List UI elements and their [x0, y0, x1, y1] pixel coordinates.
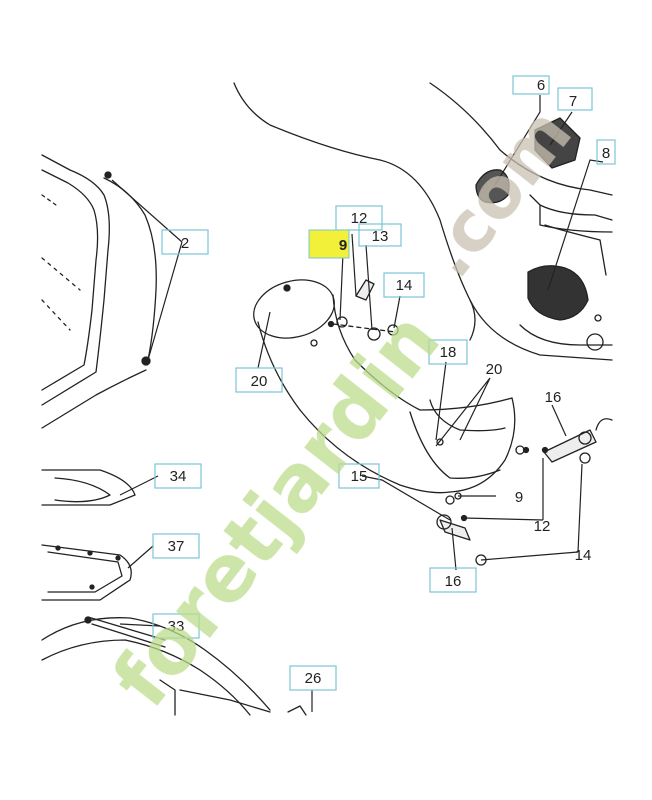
- leader-lines: [111, 95, 604, 712]
- callout-20-right: 20: [486, 361, 503, 378]
- callout-13: 13: [372, 228, 389, 245]
- callout-16-right: 16: [545, 389, 562, 406]
- lower-hardware: [436, 418, 613, 566]
- pivot-hardware: [332, 279, 399, 341]
- knob-part: [475, 169, 510, 204]
- watermark-domain: .com: [407, 93, 588, 293]
- callout-12-lower: 12: [534, 518, 551, 535]
- callout-33: 33: [168, 618, 185, 635]
- lower-left-parts: [41, 469, 307, 716]
- highlighted-callout-box: [308, 229, 350, 259]
- callout-20-left: 20: [251, 373, 268, 390]
- callout-15: 15: [351, 468, 368, 485]
- callout-26: 26: [305, 670, 322, 687]
- callout-2: 2: [181, 235, 189, 252]
- callout-labels: 6 7 8 2 12 9 13 14 20 18 20 16 15 9 12 1…: [168, 77, 611, 687]
- discharge-chute: [253, 279, 525, 505]
- callout-37: 37: [168, 538, 185, 555]
- callout-9-lower: 9: [515, 489, 523, 506]
- callout-8: 8: [602, 145, 610, 162]
- callout-16-lower: 16: [445, 573, 462, 590]
- callout-12-top: 12: [351, 210, 368, 227]
- housing-outline: [233, 82, 613, 361]
- diagram-linework: [41, 82, 613, 716]
- side-panel-part: [41, 154, 157, 429]
- callout-boxes: [152, 75, 616, 691]
- switch-part: [534, 117, 581, 169]
- callout-6: 6: [537, 77, 545, 94]
- callout-9-highlighted: 9: [339, 237, 347, 254]
- callout-14-lower: 14: [575, 547, 592, 564]
- latch-part: [527, 265, 589, 321]
- callout-34: 34: [170, 468, 187, 485]
- callout-18: 18: [440, 344, 457, 361]
- callout-14-top: 14: [396, 277, 413, 294]
- callout-7: 7: [569, 93, 577, 110]
